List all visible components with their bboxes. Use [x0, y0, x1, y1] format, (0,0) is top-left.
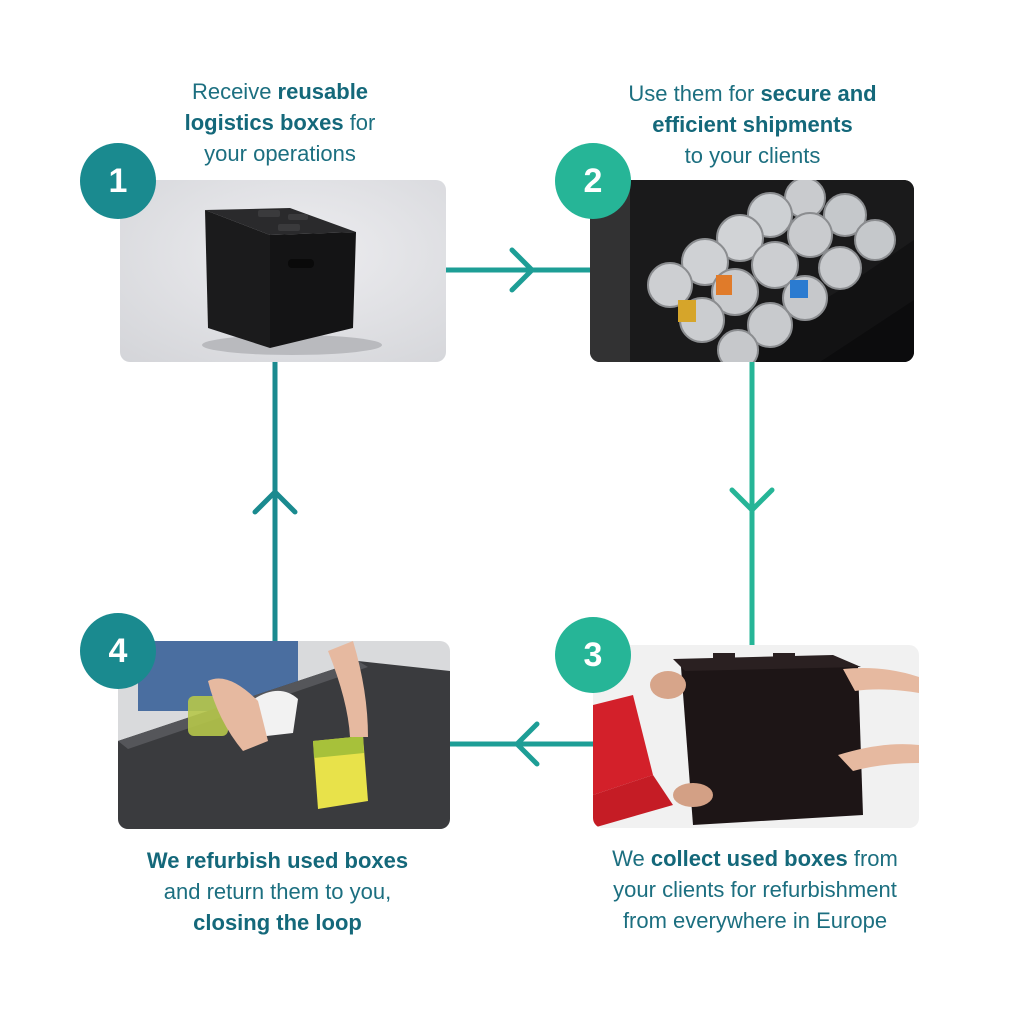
step-3-caption-line3: from everywhere in Europe: [622, 908, 888, 933]
step-4-caption-line3: closing the loop: [193, 910, 362, 935]
step-4-photo-cleaning: [118, 641, 450, 829]
step-1-photo-box: [120, 180, 446, 362]
step-3-number-badge: 3: [555, 617, 631, 693]
step-3-photo-handover: [593, 645, 919, 828]
step-2-caption-line3: to your clients: [684, 143, 821, 168]
arrow-up-icon: [252, 489, 298, 515]
step-1-caption-line3: your operations: [204, 141, 356, 166]
step-4-caption-line2: and return them to you,: [163, 879, 392, 904]
arrow-down-icon: [729, 487, 775, 513]
step-4-caption-line1: We refurbish used boxes: [146, 848, 409, 873]
step-3-caption: We collect used boxes from your clients …: [565, 843, 945, 936]
step-4-caption: We refurbish used boxes and return them …: [110, 845, 445, 938]
step-2-number-badge: 2: [555, 143, 631, 219]
step-1-caption: Receive reusable logistics boxes for you…: [120, 76, 440, 169]
step-1-caption-line1: Receive reusable: [191, 79, 369, 104]
step-2-caption-line1: Use them for secure and: [628, 81, 877, 106]
arrow-right-icon: [509, 247, 535, 293]
step-3-caption-line1: We collect used boxes from: [612, 846, 898, 871]
step-1-caption-line2: logistics boxes for: [184, 110, 376, 135]
step-1-number-badge: 1: [80, 143, 156, 219]
step-3-caption-line2: your clients for refurbishment: [613, 877, 897, 902]
step-2-photo-cans: [590, 180, 914, 362]
step-2-caption: Use them for secure and efficient shipme…: [590, 78, 915, 171]
step-2-caption-line2: efficient shipments: [652, 112, 853, 137]
arrow-left-icon: [514, 721, 540, 767]
step-4-number-badge: 4: [80, 613, 156, 689]
